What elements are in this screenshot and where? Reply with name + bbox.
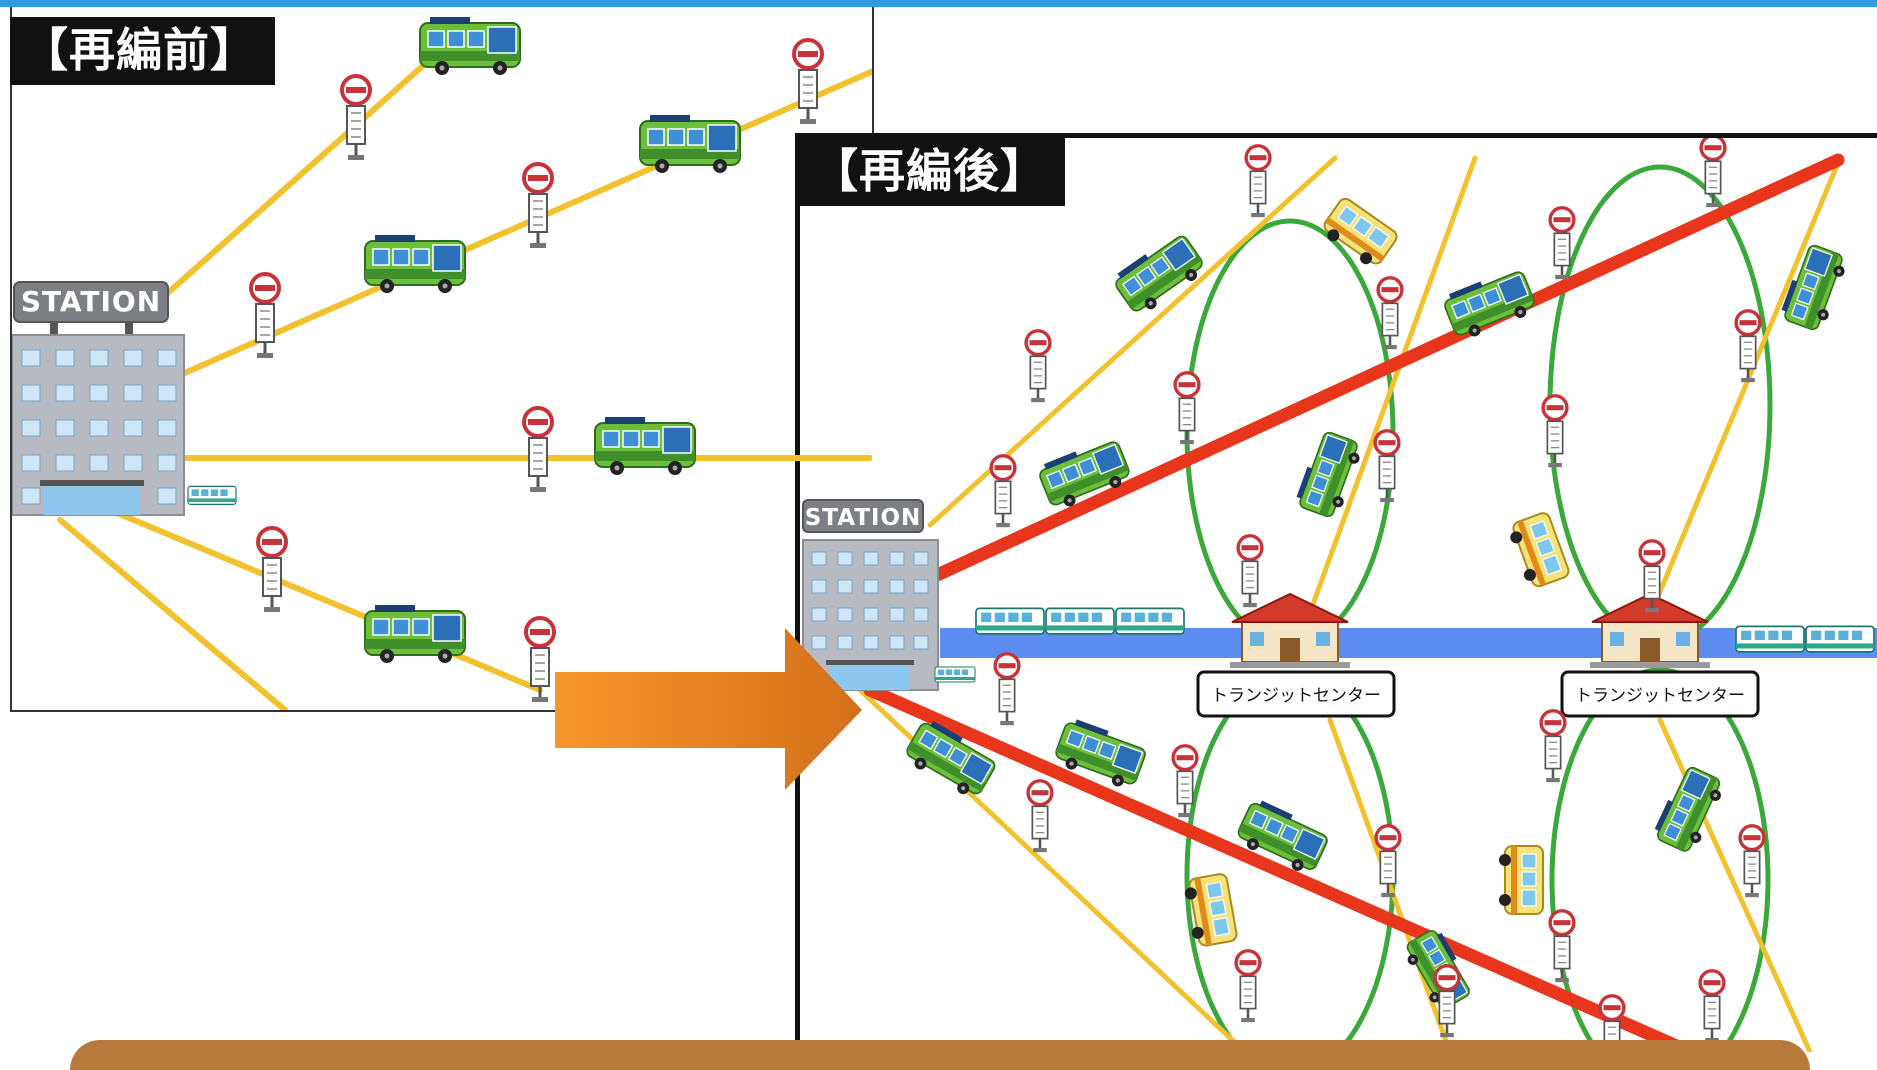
bus-stop-icon (1173, 371, 1201, 446)
bus-icon (1440, 264, 1540, 344)
bus-icon (1777, 241, 1851, 335)
bus-stop-icon (524, 616, 556, 704)
bus-stop-icon (1234, 949, 1262, 1024)
bus-icon (364, 604, 466, 664)
bus-stop-icon (1738, 824, 1766, 899)
bus-stop-icon (792, 38, 824, 126)
svg-text:トランジットセンター: トランジットセンター (1211, 686, 1381, 706)
bus-stop-icon (522, 406, 554, 494)
title-after: 【再編後】 (800, 138, 1065, 206)
branch-routes (857, 155, 1843, 1052)
bus-stop-icon (1244, 144, 1272, 219)
train-icon (1735, 625, 1805, 653)
bus-icon (1317, 195, 1401, 273)
bus-stop-icon (1026, 779, 1054, 854)
bus-stop-icon (1236, 534, 1264, 609)
arrow-right-icon (555, 628, 862, 790)
trunk-routes (863, 153, 1845, 1052)
train-icon (1805, 625, 1875, 653)
bus-stop-icon (1548, 909, 1576, 984)
station-building-icon: STATION (802, 499, 939, 691)
bus-stop-icon (249, 272, 281, 360)
bus-icon (1498, 845, 1544, 915)
title-before: 【再編前】 (10, 17, 275, 85)
train-icon (1045, 607, 1115, 635)
bus-stop-icon (522, 162, 554, 250)
transit-center-label-1: トランジットセンター (1196, 670, 1396, 718)
after-diagram: STATION トランジットセンター トランジットセンター (802, 138, 1877, 1052)
bus-icon (1292, 428, 1366, 522)
train-icon (975, 607, 1045, 635)
bus-stop-icon (1373, 429, 1401, 504)
bus-icon (594, 416, 696, 476)
train-icon (1115, 607, 1185, 635)
bus-icon (639, 114, 741, 174)
bus-stop-icon (989, 454, 1017, 529)
station-sign-after: STATION (805, 505, 922, 531)
bus-stop-icon (1698, 969, 1726, 1044)
bus-icon (1504, 510, 1572, 592)
top-accent-bar (0, 0, 1877, 7)
train-icon (934, 666, 976, 683)
bus-stop-icon (1024, 329, 1052, 404)
bus-stop-icon (1699, 138, 1727, 209)
train-icon (187, 485, 237, 505)
bus-stop-icon (340, 74, 372, 162)
bus-stop-icon (1539, 709, 1567, 784)
station-building-icon: STATION (12, 281, 185, 516)
bus-stop-icon (1734, 309, 1762, 384)
svg-text:トランジットセンター: トランジットセンター (1575, 686, 1745, 706)
bus-stop-icon (1374, 824, 1402, 899)
station-sign-before: STATION (21, 285, 161, 318)
bus-stop-icon (993, 652, 1021, 727)
bus-icon (364, 234, 466, 294)
bus-icon (419, 16, 521, 76)
bottom-banner (70, 1040, 1810, 1070)
bus-stop-icon (256, 526, 288, 614)
before-diagram: STATION (12, 16, 872, 710)
bus-icon (1109, 228, 1210, 320)
bus-stop-icon (1541, 394, 1569, 469)
transit-center-label-2: トランジットセンター (1560, 670, 1760, 718)
before-routes (57, 52, 872, 710)
transit-center-building-icon (1589, 593, 1711, 669)
